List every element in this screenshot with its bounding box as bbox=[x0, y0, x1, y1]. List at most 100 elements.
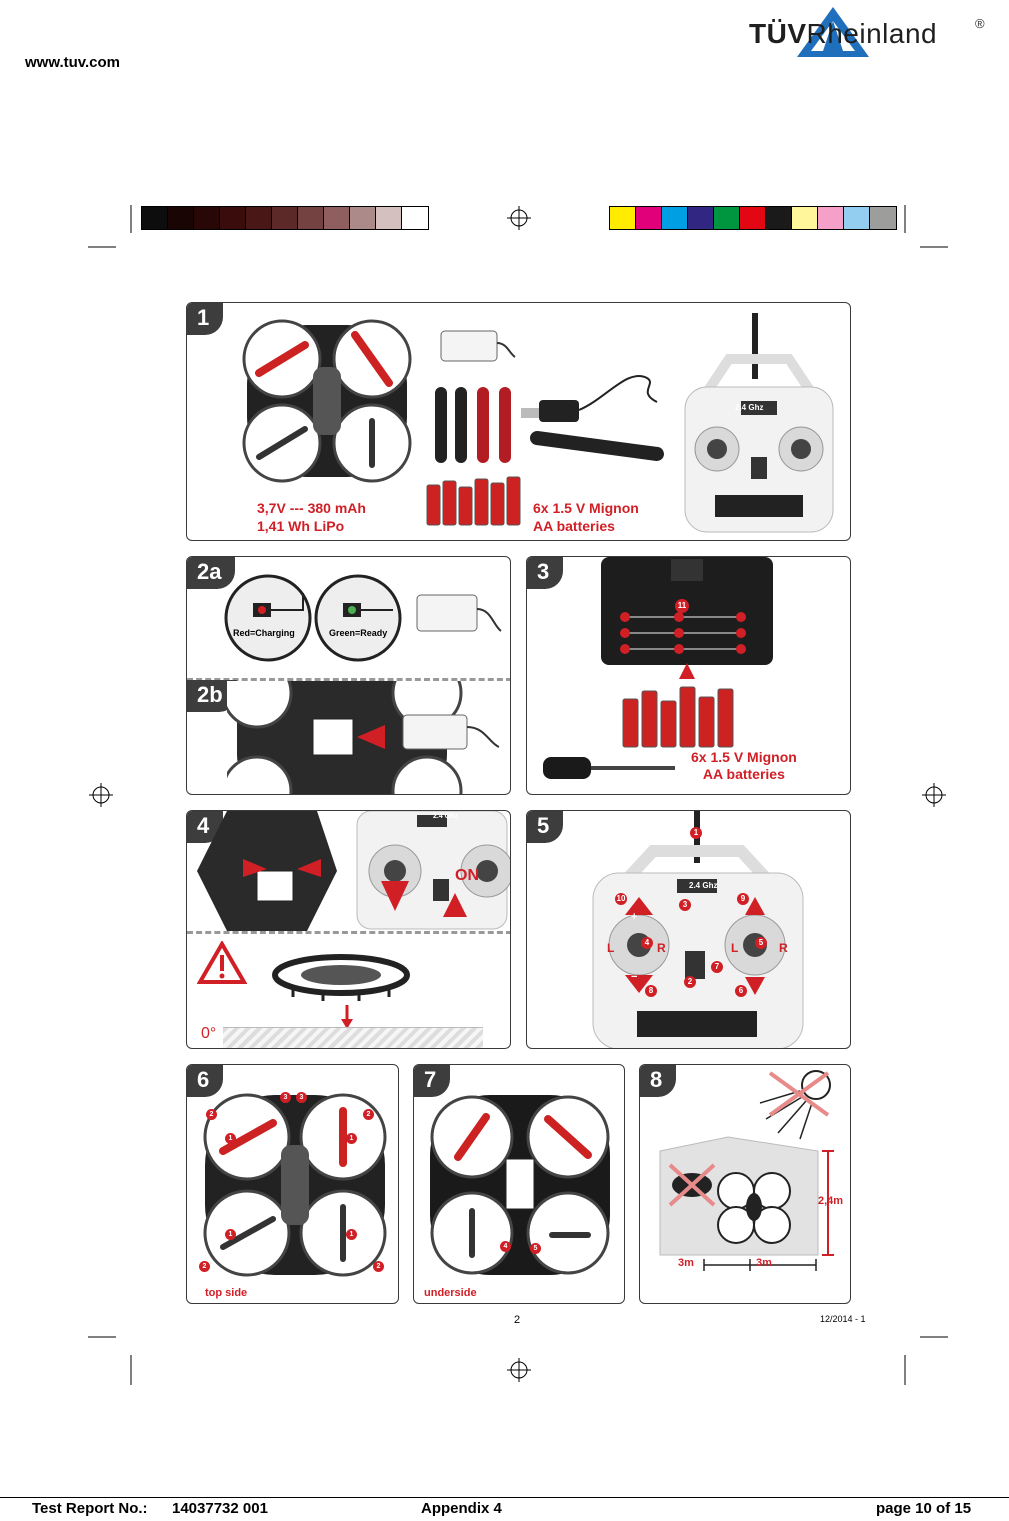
registration-mark-left bbox=[89, 783, 113, 807]
battery-spec-line2: 1,41 Wh LiPo bbox=[257, 518, 345, 534]
marker-5: 5 bbox=[530, 1243, 541, 1254]
step-number: 4 bbox=[187, 811, 224, 843]
stick-left-l-label: L bbox=[607, 941, 615, 955]
marker-1d: 1 bbox=[346, 1229, 357, 1240]
warning-icon bbox=[197, 941, 247, 984]
on-label: ON bbox=[455, 867, 479, 884]
step-number: 6 bbox=[187, 1065, 224, 1097]
up-arrow-icon bbox=[679, 663, 695, 679]
remote-frequency-label: 2.4 Ghz bbox=[689, 881, 718, 890]
step-number: 5 bbox=[527, 811, 564, 843]
aa-batteries-label: 6x 1.5 V Mignon AA batteries bbox=[533, 499, 639, 535]
remote-frequency-label: 2.4 Ghz bbox=[433, 813, 458, 820]
marker-2b: 2 bbox=[363, 1109, 374, 1120]
step-number-2a: 2a bbox=[187, 557, 236, 589]
marker-1: 1 bbox=[690, 827, 702, 839]
step-marker-11: 11 bbox=[675, 599, 689, 613]
usb-charger-and-strap-icon bbox=[521, 375, 664, 461]
panel-step-7: 7 4 5 underside bbox=[413, 1064, 625, 1304]
marker-1b: 1 bbox=[346, 1133, 357, 1144]
step-number: 1 bbox=[187, 303, 224, 335]
throttle-plus-label: + bbox=[631, 911, 638, 923]
spare-propellers-icon bbox=[435, 387, 511, 463]
section-divider bbox=[187, 931, 510, 934]
aa-batteries-icon bbox=[622, 686, 734, 748]
tuv-triangle-logo bbox=[797, 7, 869, 57]
top-side-caption: top side bbox=[205, 1287, 248, 1299]
quadcopter-side-view bbox=[272, 954, 410, 1029]
marker-3a: 3 bbox=[280, 1092, 291, 1103]
quadcopter-top-view bbox=[242, 319, 412, 483]
gray-color-bar bbox=[141, 206, 429, 230]
registration-mark-top bbox=[507, 206, 531, 230]
page-indicator: page 10 of 15 bbox=[876, 1500, 972, 1517]
quadcopter-top-side bbox=[203, 1093, 387, 1277]
footer: Test Report No.: 14037732 001 Appendix 4… bbox=[0, 1500, 1009, 1521]
report-label: Test Report No.: bbox=[32, 1500, 148, 1517]
website-url[interactable]: www.tuv.com bbox=[25, 54, 121, 71]
registered-mark: ® bbox=[975, 16, 985, 31]
step-number: 7 bbox=[414, 1065, 451, 1097]
marker-10: 10 bbox=[615, 893, 627, 905]
lipo-battery-icon bbox=[440, 330, 516, 362]
power-switch-closeup bbox=[197, 811, 337, 931]
appendix-label: Appendix 4 bbox=[421, 1500, 502, 1517]
aa-label-line1: 6x 1.5 V Mignon bbox=[691, 749, 797, 765]
step-number: 3 bbox=[527, 557, 564, 589]
marker-8: 8 bbox=[645, 985, 657, 997]
panel-step-3: 3 11 6x 1.5 V Mignon AA batteries bbox=[526, 556, 851, 795]
step-number: 8 bbox=[640, 1065, 677, 1097]
width-left-label: 3m bbox=[678, 1257, 694, 1269]
remote-controls-diagram bbox=[592, 811, 804, 1048]
remote-frequency-label: 2.4 Ghz bbox=[735, 403, 764, 412]
marker-6: 6 bbox=[735, 985, 747, 997]
panel-step-1: 1 3,7V --- 380 mAh 1,41 Wh L bbox=[186, 302, 851, 541]
brand-wordmark: TÜVRheinland bbox=[749, 18, 937, 50]
stick-left-r-label: R bbox=[657, 941, 666, 955]
marker-1a: 1 bbox=[225, 1133, 236, 1144]
marker-3b: 3 bbox=[296, 1092, 307, 1103]
screwdriver-icon bbox=[543, 757, 675, 779]
charging-indicator-red bbox=[224, 574, 312, 662]
marker-4: 4 bbox=[500, 1241, 511, 1252]
marker-1c: 1 bbox=[225, 1229, 236, 1240]
panel-step-6: 6 3 3 2 2 1 1 1 1 2 2 top side bbox=[186, 1064, 399, 1304]
marker-2d: 2 bbox=[373, 1261, 384, 1272]
lipo-battery-icon bbox=[416, 594, 502, 632]
flight-area-diagram bbox=[659, 1070, 834, 1271]
height-label: 2,4m bbox=[818, 1195, 844, 1207]
remote-controller-image bbox=[684, 313, 834, 533]
aa-batteries-label: 6x 1.5 V Mignon AA batteries bbox=[691, 749, 797, 783]
page-number: 2 bbox=[514, 1314, 521, 1326]
quadcopter-underside bbox=[430, 1095, 610, 1275]
red-charging-label: Red=Charging bbox=[233, 628, 295, 638]
panel-step-8: 8 2,4m 3m 3m bbox=[639, 1064, 851, 1304]
footer-divider bbox=[0, 1497, 1009, 1498]
angle-label: 0° bbox=[201, 1025, 217, 1042]
aa-label-line2: AA batteries bbox=[533, 518, 615, 534]
battery-insertion-image bbox=[227, 681, 500, 794]
marker-9: 9 bbox=[737, 893, 749, 905]
registration-mark-right bbox=[922, 783, 946, 807]
marker-3: 3 bbox=[679, 899, 691, 911]
process-color-bar bbox=[609, 206, 897, 230]
marker-7: 7 bbox=[711, 961, 723, 973]
remote-on-switch bbox=[356, 811, 510, 930]
section-divider bbox=[187, 678, 510, 681]
aa-batteries-icon bbox=[426, 476, 521, 526]
panel-step-5: 5 2.4 Ghz L R L R + − 1 2 3 4 5 6 7 8 9 … bbox=[526, 810, 851, 1049]
panel-step-4: 4 ON 2.4 Ghz 0° bbox=[186, 810, 511, 1049]
stick-right-r-label: R bbox=[779, 941, 788, 955]
throttle-minus-label: − bbox=[631, 971, 638, 983]
registration-mark-bottom bbox=[507, 1358, 531, 1382]
marker-2c: 2 bbox=[199, 1261, 210, 1272]
print-marks bbox=[88, 205, 948, 1385]
print-code: 12/2014 - 1 bbox=[820, 1314, 866, 1324]
stick-right-l-label: L bbox=[731, 941, 739, 955]
charging-indicator-green bbox=[314, 574, 402, 662]
report-number: 14037732 001 bbox=[172, 1500, 268, 1517]
underside-caption: underside bbox=[424, 1287, 477, 1299]
panel-step-2: 2a Red=Charging Green=Ready 2b bbox=[186, 556, 511, 795]
marker-2: 2 bbox=[684, 976, 696, 988]
battery-spec-label: 3,7V --- 380 mAh 1,41 Wh LiPo bbox=[257, 499, 366, 535]
